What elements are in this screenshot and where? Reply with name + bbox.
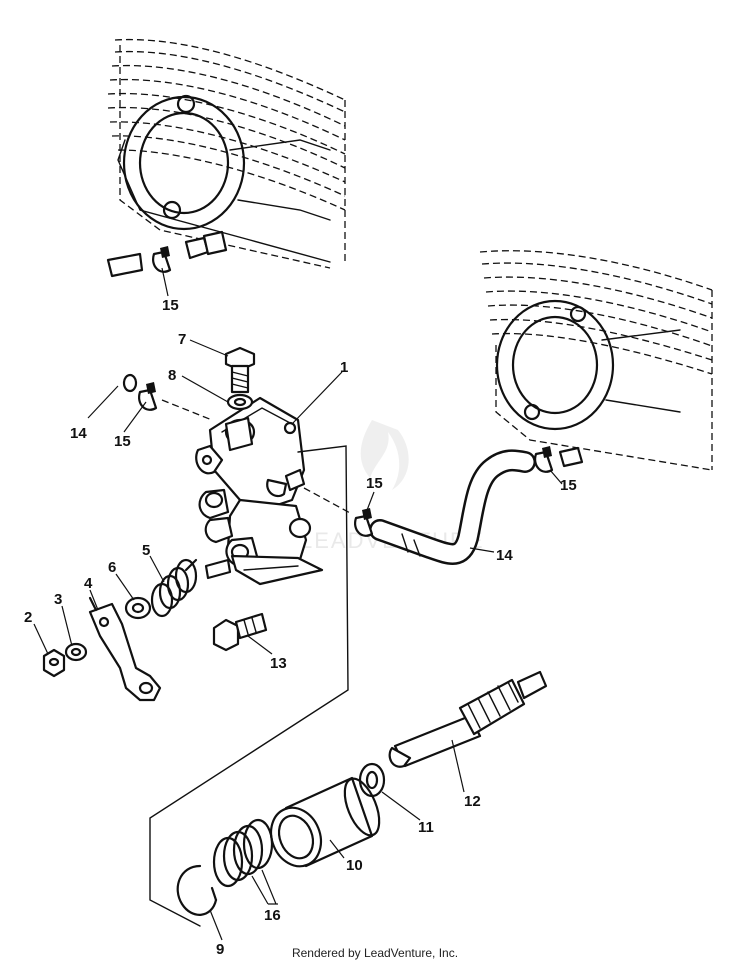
label-14-right: 14 xyxy=(496,547,513,564)
thrust-washer xyxy=(358,762,386,798)
hose-route-line xyxy=(161,399,213,421)
drive-shaft-gear xyxy=(388,670,548,768)
assembly-bracket-line xyxy=(149,445,349,927)
mounting-bolt xyxy=(212,612,268,652)
hex-nut xyxy=(42,648,66,678)
label-2: 2 xyxy=(24,609,32,626)
footer-credit: Rendered by LeadVenture, Inc. xyxy=(291,946,459,960)
label-14-left: 14 xyxy=(70,425,87,442)
hose-left xyxy=(46,252,144,393)
upper-fitting xyxy=(184,230,228,260)
label-13: 13 xyxy=(270,655,287,672)
label-15-left: 15 xyxy=(114,433,131,450)
label-4: 4 xyxy=(84,575,93,592)
pump-lever xyxy=(88,596,162,702)
clamp-right xyxy=(534,446,554,473)
label-15-right: 15 xyxy=(560,477,577,494)
label-6: 6 xyxy=(108,559,116,576)
leader-lines xyxy=(33,267,563,941)
washer-6 xyxy=(124,596,152,620)
label-8: 8 xyxy=(168,367,176,384)
label-16: 16 xyxy=(264,907,281,924)
label-5: 5 xyxy=(142,542,150,559)
label-9: 9 xyxy=(216,941,224,958)
label-1: 1 xyxy=(340,359,348,376)
lock-washer xyxy=(64,642,88,662)
clamp-center xyxy=(354,508,374,537)
label-12: 12 xyxy=(464,793,481,810)
drive-spring xyxy=(212,818,274,888)
return-spring xyxy=(150,558,198,618)
hose-route-line xyxy=(303,487,353,515)
label-15-center: 15 xyxy=(366,475,383,492)
circlip xyxy=(176,864,218,916)
callout-labels: 1 2 3 4 5 6 7 8 9 10 11 12 13 14 14 15 1… xyxy=(24,297,577,958)
clamp-left xyxy=(138,382,158,411)
drive-sleeve xyxy=(269,776,381,868)
label-3: 3 xyxy=(54,591,62,608)
right-fitting xyxy=(558,446,584,468)
label-15-top: 15 xyxy=(162,297,179,314)
oil-pump-body xyxy=(195,396,324,586)
label-7: 7 xyxy=(178,331,186,348)
upper-cylinder xyxy=(107,38,346,269)
banjo-bolt xyxy=(224,346,256,394)
sealing-washer xyxy=(226,393,254,411)
label-11: 11 xyxy=(418,819,434,836)
right-cylinder xyxy=(479,250,713,471)
clamp-top xyxy=(152,246,172,273)
label-10: 10 xyxy=(346,857,363,874)
hose-right xyxy=(369,449,536,565)
